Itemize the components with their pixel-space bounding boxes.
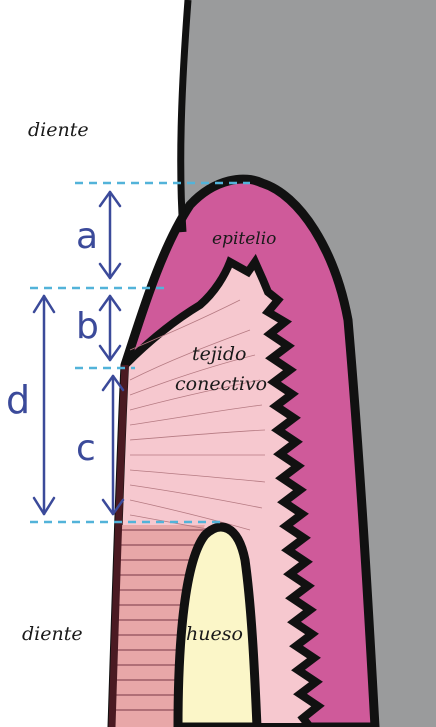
measure-label-b: b [76,306,99,347]
label-diente-bottom: diente [22,623,83,645]
label-diente-top: diente [28,119,89,141]
measure-label-d: d [6,378,30,422]
label-tejido: tejido [192,343,246,365]
label-conectivo: conectivo [175,373,267,395]
label-hueso: hueso [186,623,243,645]
label-epitelio: epitelio [212,229,276,249]
measure-label-c: c [76,428,96,469]
measure-label-a: a [76,216,98,257]
